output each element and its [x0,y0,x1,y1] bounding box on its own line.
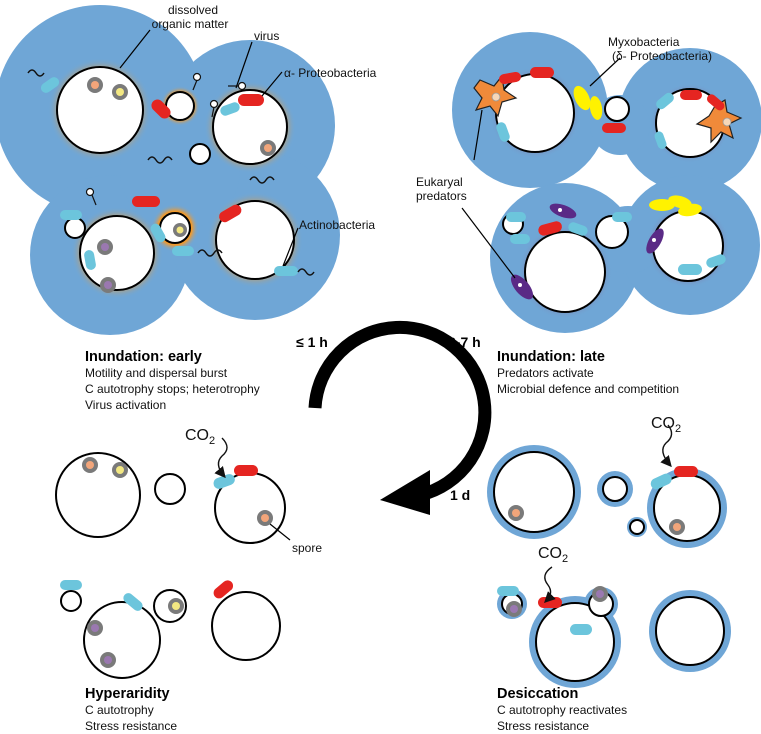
phase-line: C autotrophy stops; heterotrophy [85,382,260,396]
phase-line: Motility and dispersal burst [85,366,228,380]
myxobacteria-label-2: (δ- Proteobacteria) [612,49,712,63]
spore-label: spore [292,541,322,555]
co2-label: CO [538,545,562,562]
time-label-1d: 1 d [450,487,470,503]
dissolved-organic-matter-label-2: organic matter [152,17,229,31]
myxobacteria-cells [573,85,702,217]
spore-pointer [269,523,291,541]
co2-subscript: 2 [209,435,215,447]
dissolved-organic-matter-label-1: dissolved [168,3,218,17]
phase-line: C autotrophy [85,703,154,717]
phase-title-hyperaridity: Hyperaridity [85,686,170,702]
label-pointers-late [461,57,621,279]
co2-label: CO [185,427,209,444]
predator-nuclei [518,208,656,287]
phase-title-desiccation: Desiccation [497,686,578,702]
desiccation-panel: CO 2 CO 2 [487,415,731,688]
spores [87,77,276,293]
water-film [0,5,340,335]
sand-grains-desiccation [493,451,725,682]
bacterial-cells-late [496,67,726,275]
myxobacteria-label-1: Myxobacteria [608,35,680,49]
phase-line: Stress resistance [85,719,177,733]
virus-particles [85,72,247,206]
label-pointers-early [119,29,299,267]
bacterial-cells [40,77,298,276]
inundation-late-panel: Myxobacteria (δ- Proteobacteria) Eukarya… [416,32,761,333]
time-label-3-7h: 3-7 h [448,334,481,350]
spores-dry [82,457,273,668]
co2-arrow [544,566,556,603]
phase-title-inundation-early: Inundation: early [85,349,202,365]
co2-label: CO [651,415,675,432]
co2-arrow [214,437,228,479]
amoeba-nuclei [491,92,732,127]
phase-line: Virus activation [85,398,166,412]
alpha-proteobacteria-label: α- Proteobacteria [284,66,377,80]
eukaryal-predators-label-1: Eukaryal [416,175,463,189]
spores-desiccation [506,505,685,617]
co2-subscript: 2 [675,423,681,435]
phase-line: Microbial defence and competition [497,382,679,396]
bacterial-cells-dry [60,465,258,611]
co2-subscript: 2 [562,553,568,565]
co2-arrow [660,424,673,468]
eukaryal-predators-label-2: predators [416,189,467,203]
cycle-arrow [308,320,492,515]
phase-line: C autotrophy reactivates [497,703,627,717]
phase-line: Stress resistance [497,719,589,733]
hyperaridity-panel: CO 2 spore [55,427,322,679]
sand-grains-dry [55,452,286,679]
inundation-early-panel: dissolved organic matter virus α- Proteo… [0,3,377,335]
virus-label: virus [254,29,279,43]
phase-title-inundation-late: Inundation: late [497,349,605,365]
phase-line: Predators activate [497,366,594,380]
actinobacteria-label: Actinobacteria [299,218,375,232]
time-label-1h: ≤ 1 h [296,334,328,350]
motility-squiggles [27,69,315,276]
